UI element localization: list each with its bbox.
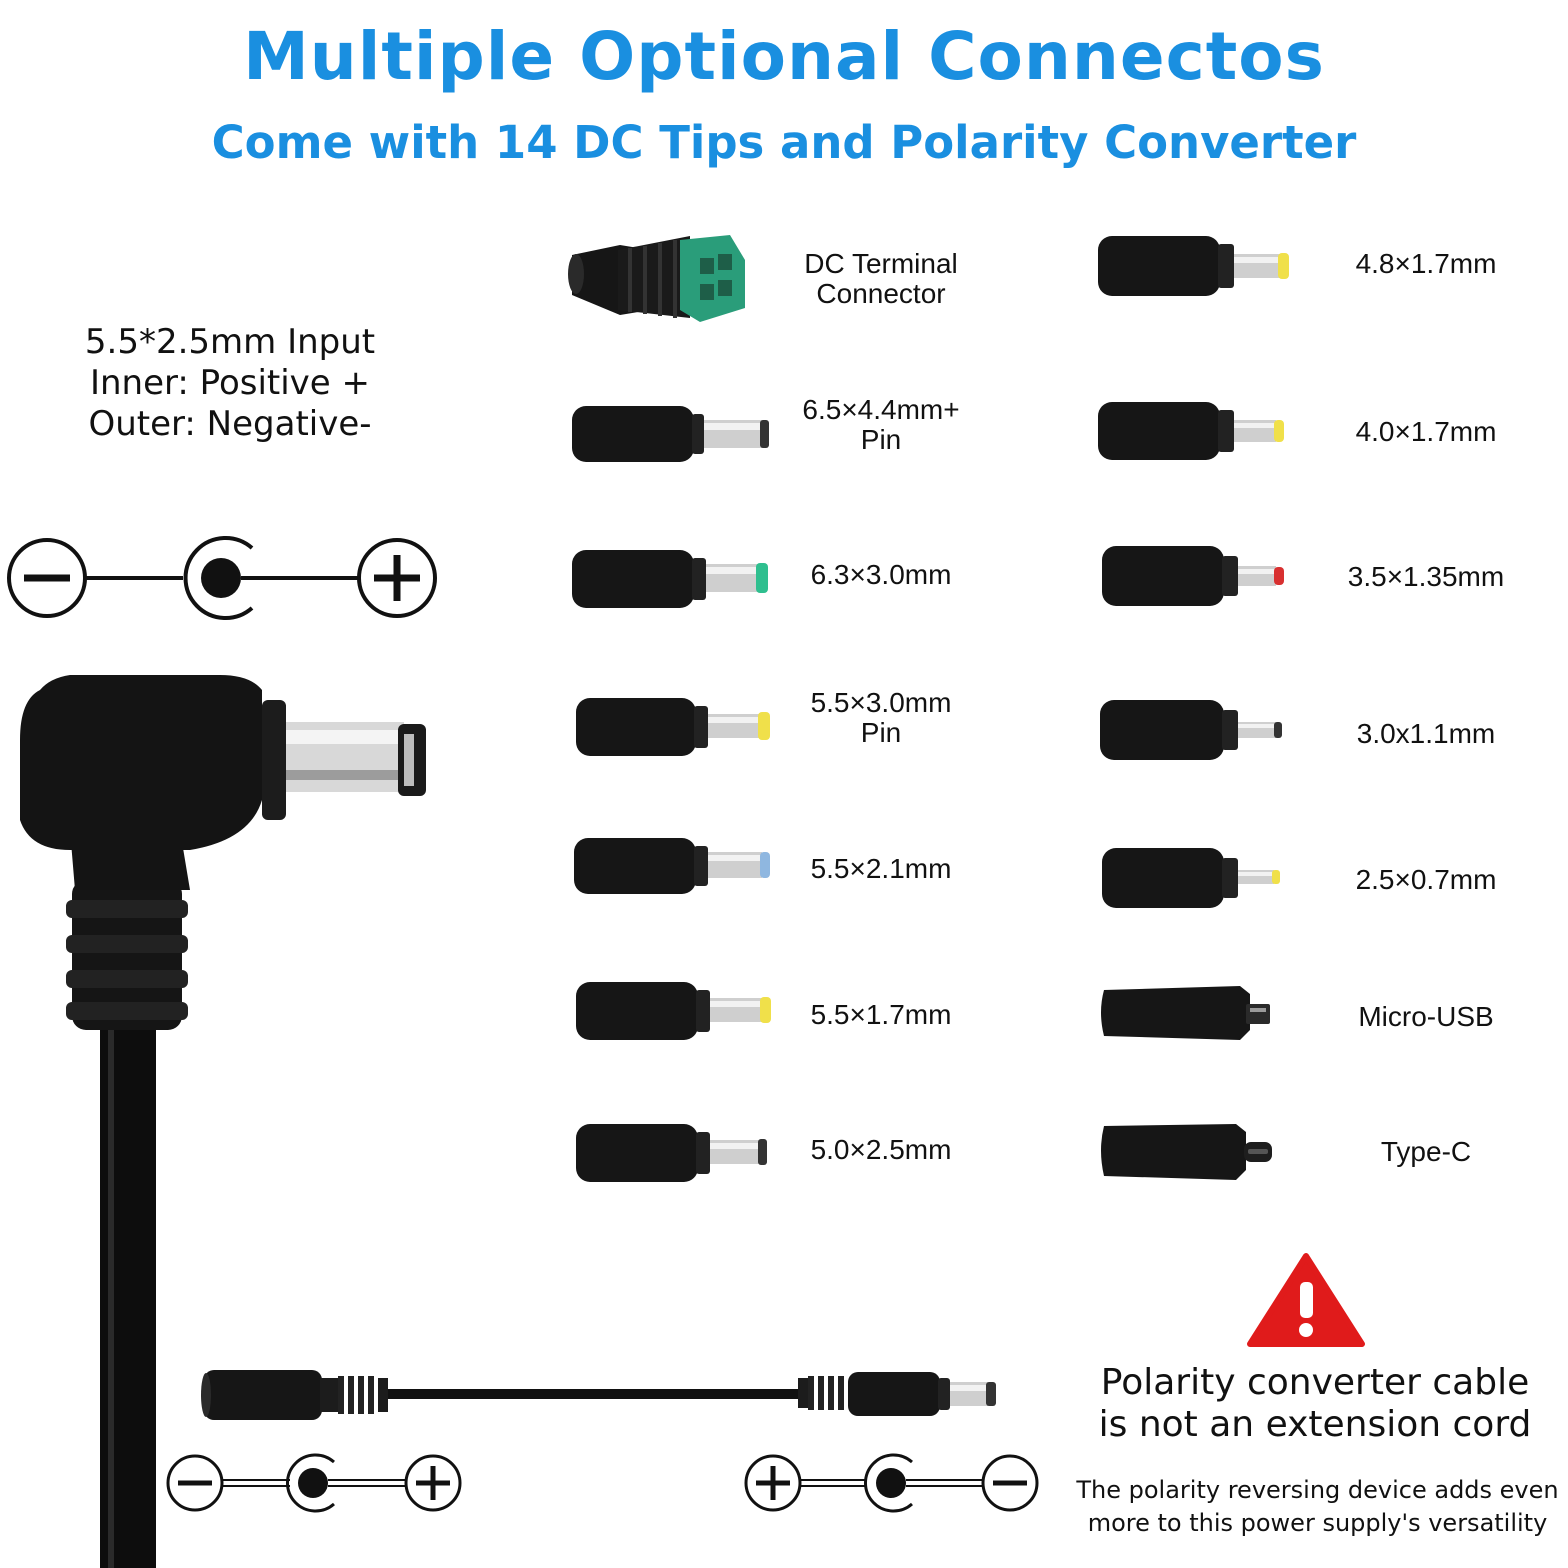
tip-label-line2: Pin (860, 424, 902, 455)
tip-label-line1: Micro-USB (1358, 1001, 1494, 1032)
converter-cable-image (201, 1370, 996, 1420)
warning-body: The polarity reversing device adds even … (1075, 1474, 1560, 1540)
warning-triangle-icon (1247, 1253, 1365, 1347)
tip-5-5x2-1-image (574, 838, 770, 894)
tip-label-line2: Pin (860, 717, 902, 748)
tip-label-3-0x1-1: 3.0x1.1mm (1326, 719, 1526, 749)
tip-label-4-0x1-7: 4.0×1.7mm (1326, 417, 1526, 447)
input-spec-inner: Inner: Positive + (89, 363, 371, 403)
warning-body-line1: The polarity reversing device adds even (1076, 1476, 1559, 1504)
tip-label-5-5x1-7: 5.5×1.7mm (781, 1000, 981, 1030)
tip-label-type-c: Type-C (1326, 1137, 1526, 1167)
plus-icon (357, 538, 437, 618)
page-title: Multiple Optional Connectos (243, 18, 1325, 95)
tip-label-line1: 5.5×1.7mm (810, 999, 952, 1030)
tip-label-line1: 5.0×2.5mm (810, 1134, 952, 1165)
tip-5-5x1-7-image (576, 982, 771, 1040)
tip-label-4-8x1-7: 4.8×1.7mm (1326, 249, 1526, 279)
polarity-diagram-right (744, 1453, 1039, 1513)
polarity-diagram-left (166, 1453, 462, 1513)
tip-label-line1: 4.0×1.7mm (1355, 416, 1497, 447)
tip-micro-usb-image (1101, 986, 1270, 1040)
strain-relief (66, 880, 188, 1030)
tip-label-line1: 2.5×0.7mm (1355, 864, 1497, 895)
tip-label-5-5x2-1: 5.5×2.1mm (781, 854, 981, 884)
input-spec: 5.5*2.5mm Input Inner: Positive + Outer:… (60, 322, 400, 445)
warning-title-line2: is not an extension cord (1098, 1404, 1532, 1445)
tip-label-line1: 3.5×1.35mm (1347, 561, 1505, 592)
tip-label-line2: Connector (816, 278, 946, 309)
tip-label-5-5x3-0-pin: 5.5×3.0mm Pin (781, 688, 981, 748)
polarity-diagram (7, 536, 437, 620)
tip-label-line1: 6.5×4.4mm+ (802, 394, 960, 425)
tip-label-5-0x2-5: 5.0×2.5mm (781, 1135, 981, 1165)
tip-label-2-5x0-7: 2.5×0.7mm (1326, 865, 1526, 895)
tip-label-6-5x4-4: 6.5×4.4mm+ Pin (781, 395, 981, 455)
tip-label-line1: 6.3×3.0mm (810, 559, 952, 590)
dc-terminal-connector-image (568, 235, 745, 322)
tip-4-8x1-7-image (1098, 236, 1289, 296)
tip-label-line1: Type-C (1380, 1136, 1472, 1167)
tip-3-0x1-1-image (1100, 700, 1282, 760)
input-spec-outer: Outer: Negative- (88, 404, 372, 444)
tip-6-3x3-0-image (572, 550, 768, 608)
tip-label-dc-terminal: DC Terminal Connector (781, 249, 981, 309)
tip-type-c-image (1101, 1124, 1272, 1180)
tip-5-0x2-5-image (576, 1124, 767, 1182)
input-spec-size: 5.5*2.5mm Input (84, 322, 376, 362)
tip-label-line1: 5.5×3.0mm (810, 687, 952, 718)
tip-label-6-3x3-0: 6.3×3.0mm (781, 560, 981, 590)
tip-3-5x1-35-image (1102, 546, 1284, 606)
center-pin-icon (183, 536, 254, 620)
tip-label-line1: DC Terminal (804, 248, 958, 279)
tip-label-3-5x1-35: 3.5×1.35mm (1326, 562, 1526, 592)
tip-4-0x1-7-image (1098, 402, 1284, 460)
warning-title: Polarity converter cable is not an exten… (1080, 1362, 1550, 1446)
page-subtitle: Come with 14 DC Tips and Polarity Conver… (211, 116, 1357, 169)
warning-title-line1: Polarity converter cable (1100, 1362, 1530, 1403)
tip-5-5x3-0-pin-image (576, 698, 770, 756)
tip-label-micro-usb: Micro-USB (1326, 1002, 1526, 1032)
tip-2-5x0-7-image (1102, 848, 1280, 908)
main-plug-image (20, 675, 426, 1568)
tip-6-5x4-4-image (572, 406, 769, 462)
tip-label-line1: 4.8×1.7mm (1355, 248, 1497, 279)
warning-body-line2: more to this power supply's versatility (1087, 1509, 1548, 1537)
tip-label-line1: 5.5×2.1mm (810, 853, 952, 884)
tip-label-line1: 3.0x1.1mm (1356, 718, 1496, 749)
